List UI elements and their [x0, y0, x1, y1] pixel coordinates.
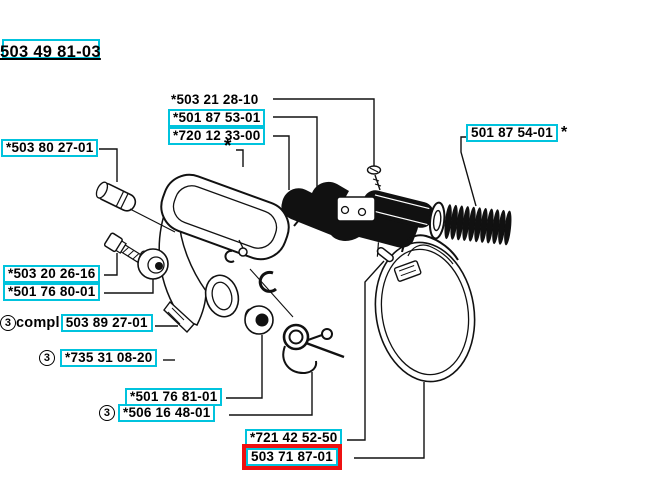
- part-number[interactable]: *501 87 53-01: [168, 109, 266, 127]
- circled-3-badge: 3: [39, 350, 55, 366]
- highlight-red-box[interactable]: 503 71 87-01: [242, 444, 342, 470]
- compl-text: compl: [16, 314, 60, 331]
- bushing-part: [137, 248, 169, 280]
- retaining-clip-part: [224, 249, 277, 293]
- part-number[interactable]: 501 87 54-01: [466, 124, 558, 142]
- part-number[interactable]: *506 16 48-01: [118, 404, 216, 422]
- brake-mechanism-part: [281, 181, 434, 248]
- part-label-sleeve-pin[interactable]: *503 80 27-01: [1, 139, 99, 157]
- part-number[interactable]: 503 89 27-01: [60, 314, 153, 332]
- sleeve-pin-part: [95, 181, 176, 233]
- hand-guard-part: [158, 173, 314, 334]
- part-label-coil-spring[interactable]: 501 87 54-01 *: [466, 124, 567, 142]
- part-label-rod[interactable]: *720 12 33-00: [168, 127, 266, 145]
- part-number[interactable]: *720 12 33-00: [168, 127, 266, 145]
- part-number[interactable]: 503 71 87-01: [246, 448, 338, 466]
- part-label-guard-complete[interactable]: 3 compl 503 89 27-01: [0, 314, 153, 332]
- assembly-number[interactable]: 503 49 81-03: [0, 43, 101, 61]
- assembly-number-box[interactable]: [2, 39, 100, 59]
- small-screw-part: [366, 165, 382, 191]
- knob-cap-part: [244, 268, 294, 335]
- torsion-spring-part: [282, 323, 345, 375]
- circled-3-badge: 3: [99, 405, 115, 421]
- part-number[interactable]: *503 80 27-01: [1, 139, 99, 157]
- circled-3-badge: 3: [0, 315, 16, 331]
- part-label-spring-735[interactable]: 3 *735 31 08-20: [39, 349, 158, 367]
- part-label-lever-screw[interactable]: *501 87 53-01: [168, 109, 266, 127]
- star-suffix: *: [560, 124, 568, 141]
- part-label-bushing[interactable]: *501 76 80-01: [3, 283, 101, 301]
- part-label-brake-band-highlighted[interactable]: 503 71 87-01: [242, 444, 342, 470]
- part-label-screw-top: *503 21 28-10: [171, 92, 258, 107]
- part-number: *503 21 28-10: [171, 92, 259, 107]
- part-label-hex-bolt[interactable]: *503 20 26-16: [3, 265, 101, 283]
- coil-spring-part: [428, 201, 512, 246]
- part-number[interactable]: *735 31 08-20: [60, 349, 158, 367]
- leader-lines: [99, 98, 477, 459]
- part-label-torsion-spring[interactable]: 3 *506 16 48-01: [99, 404, 216, 422]
- star-annotation: *: [224, 136, 232, 157]
- part-number[interactable]: *501 76 80-01: [3, 283, 101, 301]
- part-number[interactable]: *503 20 26-16: [3, 265, 101, 283]
- brake-band-part: [374, 234, 476, 383]
